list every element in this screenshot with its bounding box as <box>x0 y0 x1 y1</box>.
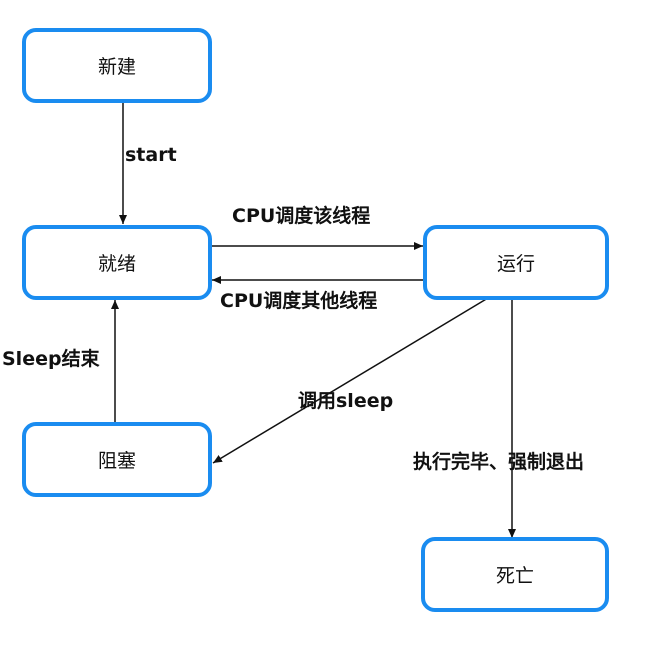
edge-label-sleep-end: Sleep结束 <box>2 348 100 370</box>
edge-label-cpu-schedule-this: CPU调度该线程 <box>232 205 371 227</box>
node-new-label: 新建 <box>97 56 136 78</box>
edge-call-sleep-arrow <box>212 297 489 464</box>
node-new: 新建 <box>22 28 212 103</box>
node-blocked: 阻塞 <box>22 422 212 497</box>
edge-label-finish-or-exit: 执行完毕、强制退出 <box>413 451 585 473</box>
edge-label-call-sleep: 调用sleep <box>298 390 394 412</box>
node-blocked-label: 阻塞 <box>97 450 136 472</box>
node-dead: 死亡 <box>421 537 609 612</box>
node-dead-label: 死亡 <box>495 565 534 587</box>
node-running-label: 运行 <box>496 253 535 275</box>
node-running: 运行 <box>423 225 609 300</box>
edge-label-start: start <box>125 144 177 166</box>
node-ready: 就绪 <box>22 225 212 300</box>
node-ready-label: 就绪 <box>97 253 136 275</box>
edge-label-cpu-schedule-other: CPU调度其他线程 <box>220 290 378 312</box>
